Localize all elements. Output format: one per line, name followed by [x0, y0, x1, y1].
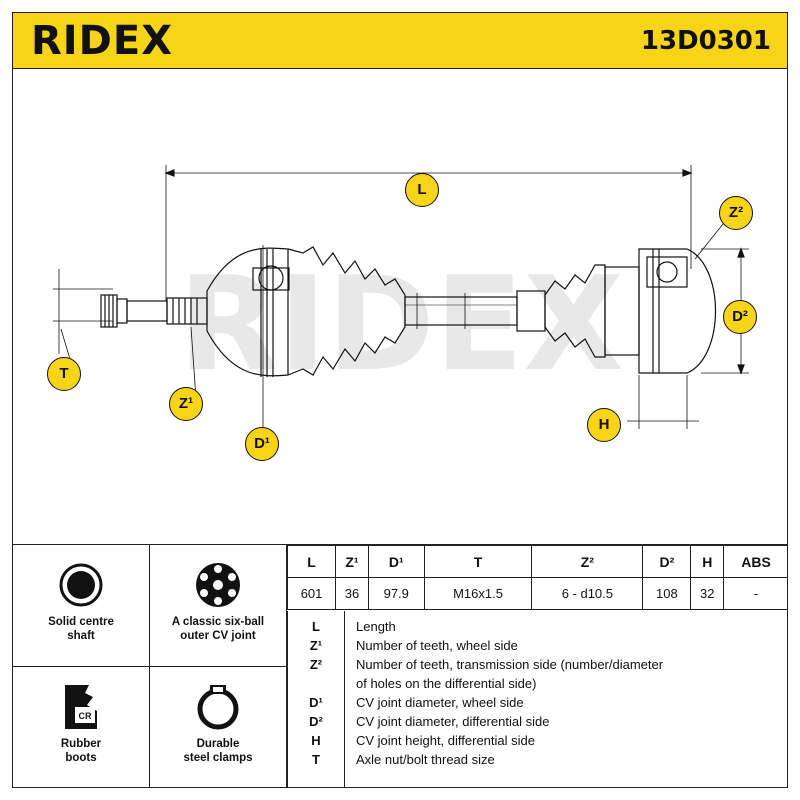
header-bar: RIDEX 13D0301 [13, 13, 787, 69]
legend-desc: Number of teeth, wheel side [356, 638, 518, 653]
spec-value-row: 601 36 97.9 M16x1.5 6 - d10.5 108 32 - [286, 577, 787, 610]
legend-desc: CV joint diameter, differential side [356, 714, 550, 729]
spec-header-cell: Z² [531, 545, 644, 578]
spec-table: L Z¹ D¹ T Z² D² H ABS 601 36 97.9 M16x1.… [286, 545, 787, 610]
part-number: 13D0301 [640, 26, 771, 56]
legend-desc: of holes on the differential side) [356, 676, 537, 691]
legend-code: D² [309, 714, 323, 729]
legend-row: L Length [288, 619, 787, 638]
callout-d1: D¹ [245, 427, 279, 461]
legend-code: T [312, 752, 320, 767]
technical-drawing: RIDEX [13, 69, 787, 545]
feature-label-line2: steel clamps [183, 752, 253, 764]
feature-label-line1: Solid centre [48, 616, 114, 628]
spec-value-cell: M16x1.5 [423, 577, 533, 610]
feature-label-line1: Rubber [60, 738, 102, 750]
legend-desc: Length [356, 619, 396, 634]
legend-code: Z¹ [309, 638, 323, 653]
feature-label-line2: boots [65, 752, 97, 764]
solid-shaft-icon [13, 555, 149, 615]
callout-z2: Z² [719, 196, 753, 230]
spec-header-cell: D¹ [367, 545, 425, 578]
legend-code: D¹ [309, 695, 323, 710]
legend-row: of holes on the differential side) [288, 676, 787, 695]
spec-header-cell: D² [642, 545, 692, 578]
spec-header-cell: H [690, 545, 725, 578]
legend-desc: CV joint height, differential side [356, 733, 535, 748]
steel-clamp-icon [150, 677, 286, 737]
spec-value-cell: 97.9 [367, 577, 425, 610]
legend-divider [344, 611, 345, 787]
feature-solid-shaft: Solid centre shaft [13, 545, 150, 667]
feature-steel-clamps: Durable steel clamps [150, 667, 287, 787]
spec-header-row: L Z¹ D¹ T Z² D² H ABS [286, 545, 787, 578]
legend-row: D² CV joint diameter, differential side [288, 714, 787, 733]
spec-value-cell: - [723, 577, 787, 610]
legend-row: D¹ CV joint diameter, wheel side [288, 695, 787, 714]
feature-label-line2: shaft [67, 630, 95, 642]
spec-value-cell: 601 [286, 577, 337, 610]
legend-desc: CV joint diameter, wheel side [356, 695, 524, 710]
spec-header-cell: Z¹ [335, 545, 369, 578]
callout-t: T [47, 357, 81, 391]
rubber-boot-icon: CR [13, 677, 149, 737]
rubber-boot-badge: CR [79, 711, 92, 721]
spec-value-cell: 6 - d10.5 [531, 577, 644, 610]
legend-row: H CV joint height, differential side [288, 733, 787, 752]
spec-value-cell: 108 [642, 577, 692, 610]
legend-row: Z² Number of teeth, transmission side (n… [288, 657, 787, 676]
feature-label-line1: A classic six-ball [171, 616, 265, 628]
product-sheet: RIDEX 13D0301 RIDEX [12, 12, 788, 788]
drive-shaft-drawing: RIDEX [53, 165, 749, 429]
callout-h: H [587, 408, 621, 442]
watermark-text: RIDEX [178, 248, 623, 400]
callout-length: L [405, 173, 439, 207]
legend: L Length Z¹ Number of teeth, wheel side … [287, 611, 787, 787]
legend-desc: Axle nut/bolt thread size [356, 752, 495, 767]
legend-code: L [312, 619, 320, 634]
spec-value-cell: 36 [335, 577, 369, 610]
spec-header-cell: ABS [723, 545, 787, 578]
six-ball-joint-icon [150, 555, 286, 615]
callout-z1: Z¹ [169, 387, 203, 421]
legend-code: H [311, 733, 321, 748]
legend-row: Z¹ Number of teeth, wheel side [288, 638, 787, 657]
spec-header-cell: T [423, 545, 533, 578]
spec-section: Solid centre shaft A classic six-ball [13, 544, 787, 787]
shaft-outline [53, 165, 749, 429]
legend-row: T Axle nut/bolt thread size [288, 752, 787, 771]
feature-six-ball-joint: A classic six-ball outer CV joint [150, 545, 287, 667]
spec-value-cell: 32 [690, 577, 725, 610]
feature-label-line1: Durable [196, 738, 240, 750]
legend-code: Z² [309, 657, 323, 672]
legend-desc: Number of teeth, transmission side (numb… [356, 657, 664, 672]
spec-header-cell: L [286, 545, 337, 578]
callout-d2: D² [723, 300, 757, 334]
brand-logo: RIDEX [31, 18, 174, 64]
feature-rubber-boots: CR Rubber boots [13, 667, 150, 787]
feature-label-line2: outer CV joint [180, 630, 256, 642]
